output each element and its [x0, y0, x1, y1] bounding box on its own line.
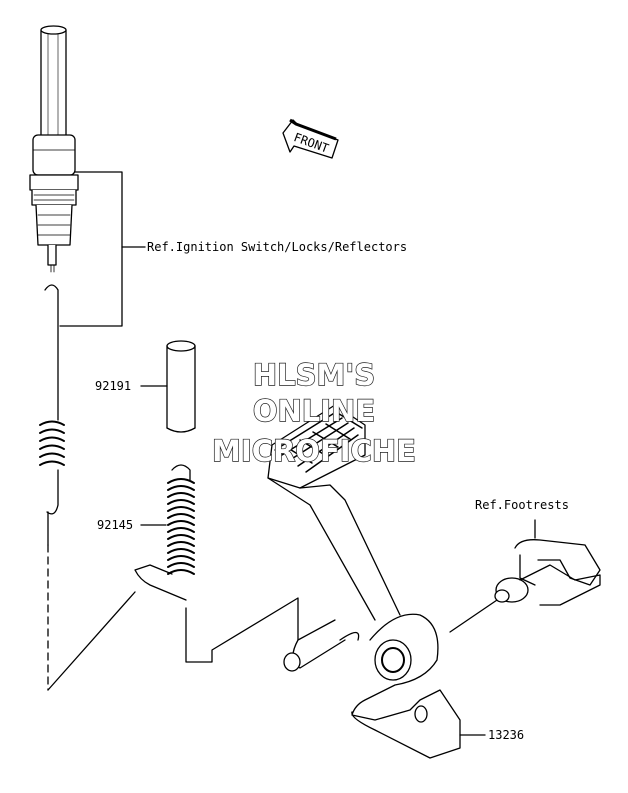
sleeve-92191 — [140, 340, 196, 433]
footrests-ref-label: Ref.Footrests — [475, 498, 569, 512]
watermark-line-2: ONLINE — [253, 394, 375, 428]
brake-rod — [39, 284, 65, 691]
ignition-ref-label: Ref.Ignition Switch/Locks/Reflectors — [147, 240, 407, 254]
guide-line-2 — [185, 597, 299, 663]
part-number-92145: 92145 — [97, 518, 133, 532]
part-number-92191: 92191 — [95, 379, 131, 393]
spring-92145 — [134, 464, 195, 601]
brake-light-switch — [29, 25, 79, 273]
front-arrow-icon: FRONT — [282, 118, 339, 159]
watermark-line-1: HLSM'S — [253, 358, 375, 392]
footrest-bracket — [449, 519, 601, 633]
ignition-bracket-line — [59, 171, 123, 327]
guide-line-1 — [47, 591, 136, 691]
watermark-line-3: MICROFICHE — [212, 434, 416, 468]
part-number-13236: 13236 — [488, 728, 524, 742]
brake-pedal — [267, 404, 486, 759]
